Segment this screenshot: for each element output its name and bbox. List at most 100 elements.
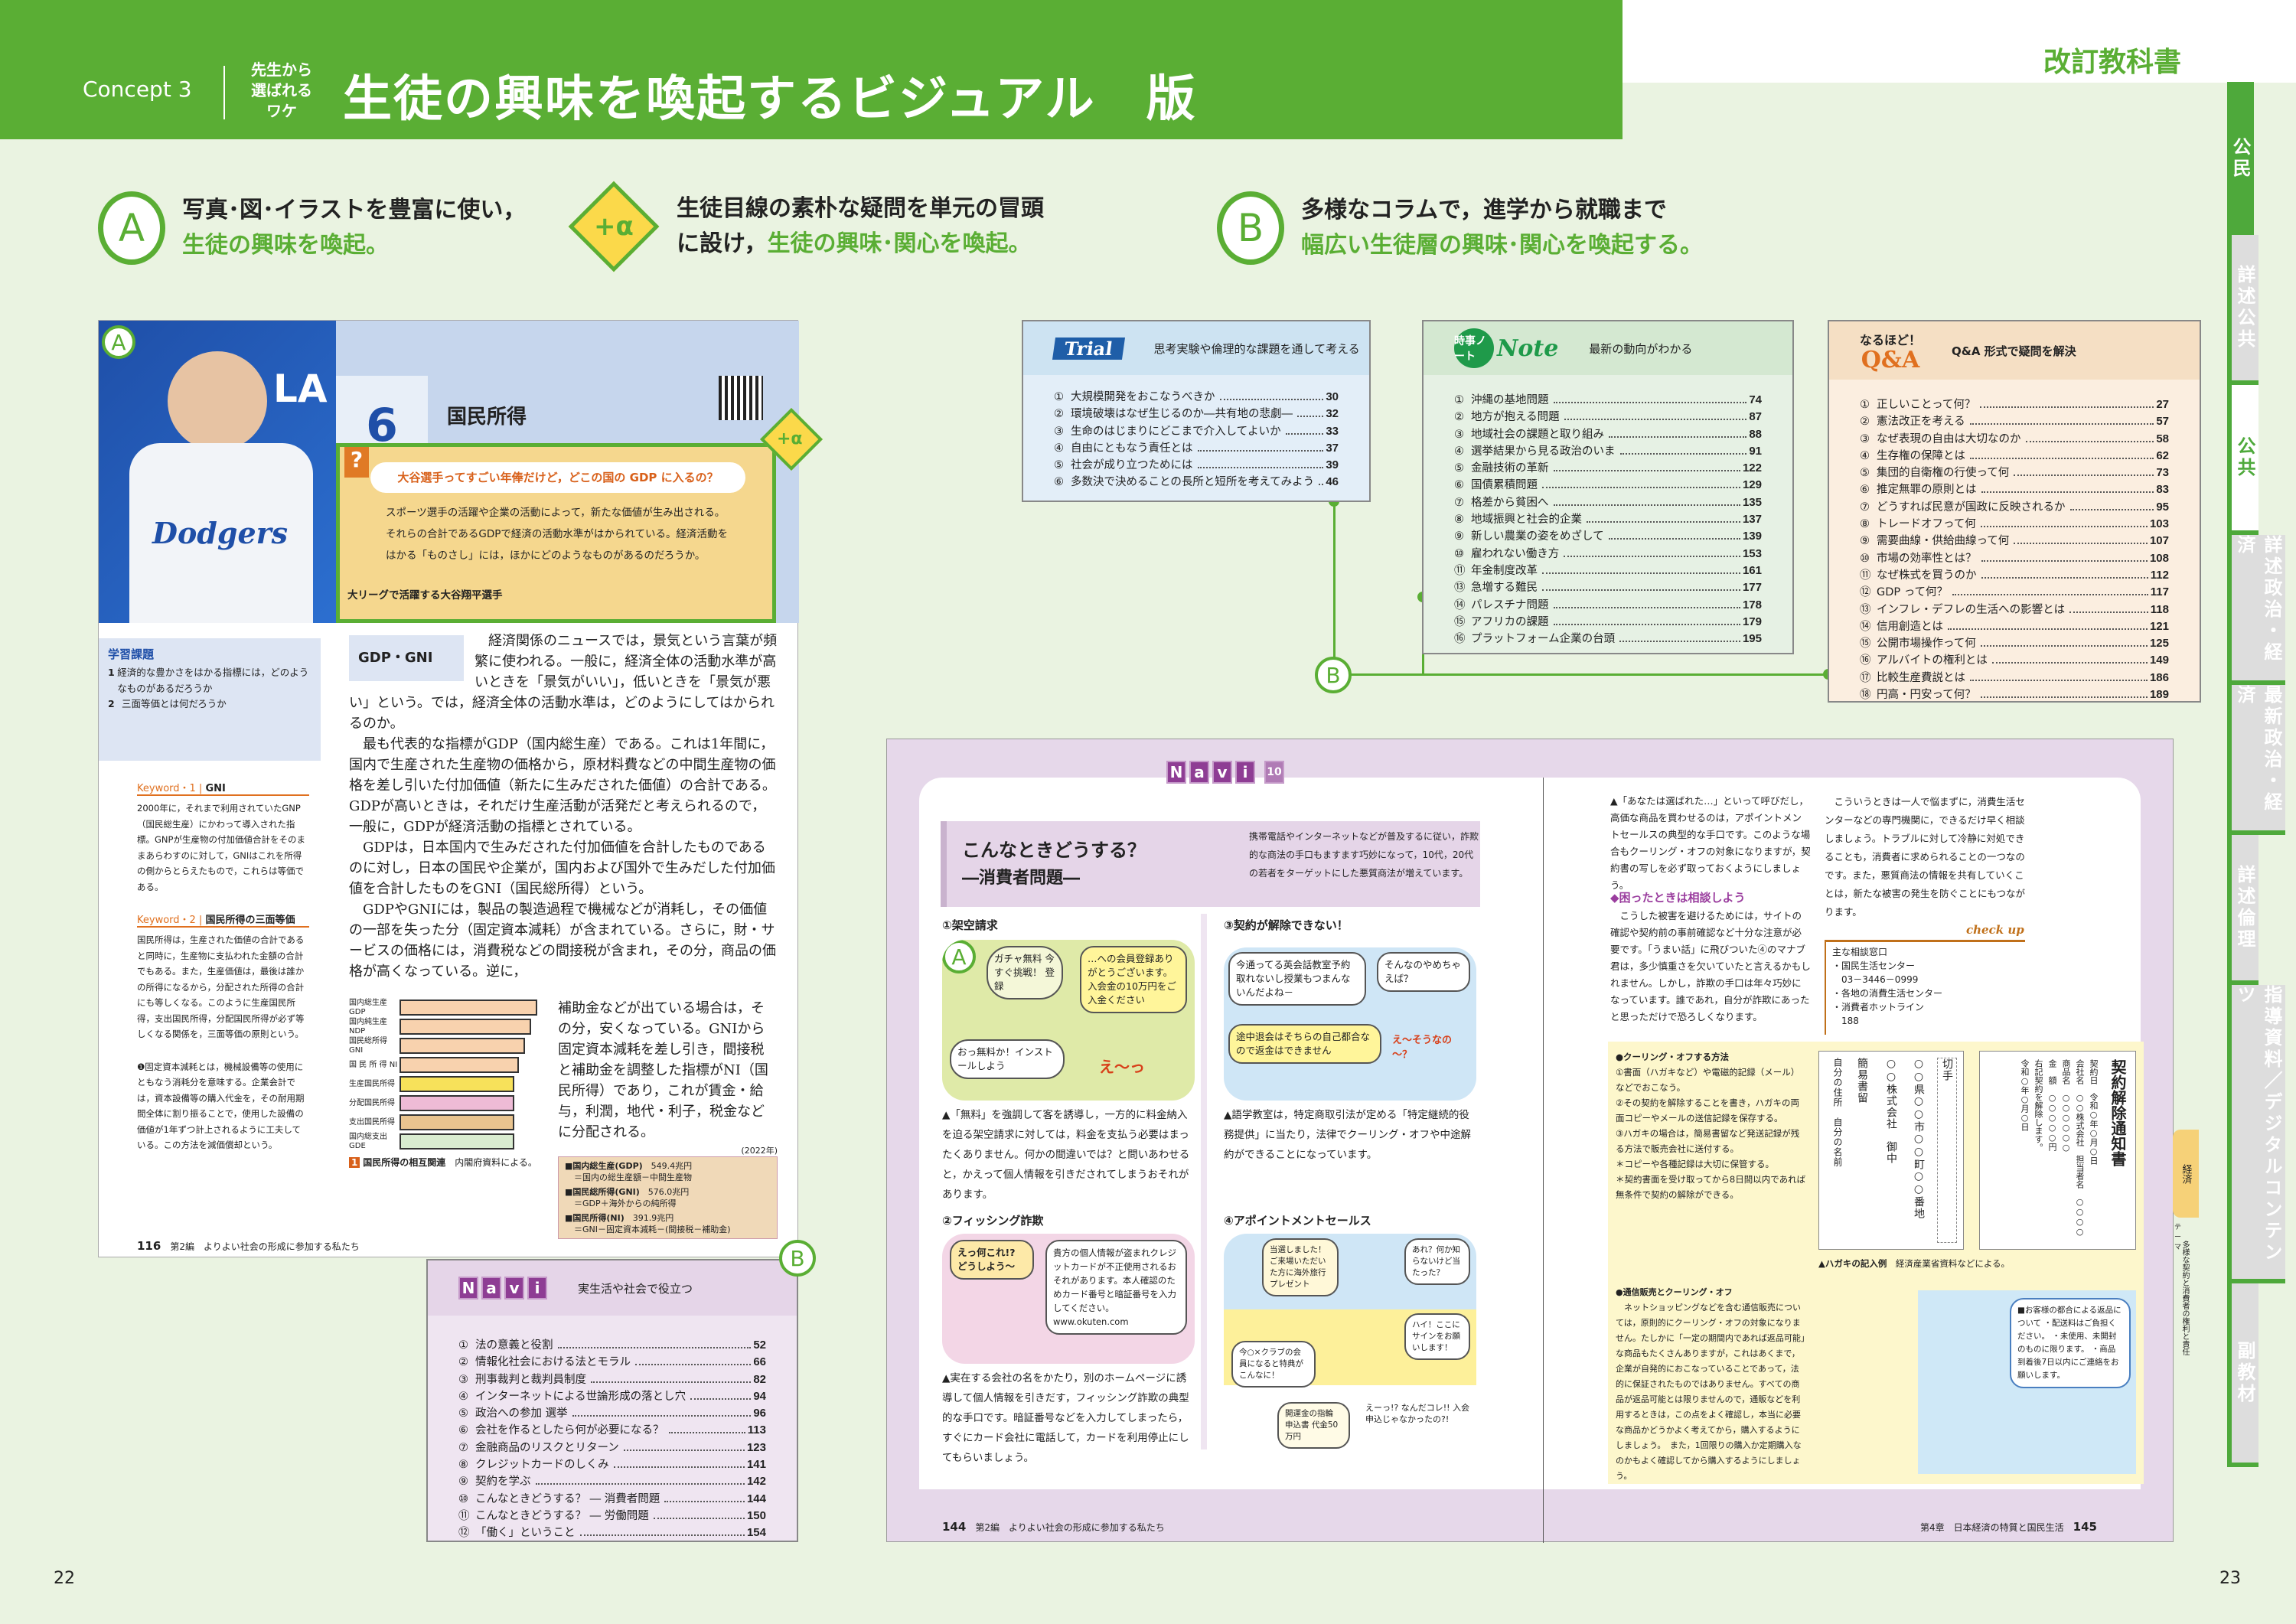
- diagram-row: 国内総支出 GDE: [349, 1132, 548, 1151]
- cooling-step: ②その契約を解除することを書き，ハガキの両面コピーやメールの送信記録を保存する。: [1616, 1097, 1799, 1123]
- leader-dots: [579, 1534, 745, 1537]
- item-page: 46: [1326, 475, 1339, 489]
- item-label: 国債累積問題: [1471, 479, 1538, 492]
- consultation-line: ・消費者ホットライン: [1832, 1002, 1925, 1013]
- keyword-text: 国民所得は，生産された価値の合計であると同時に，生産物に支払われた金額の合計でも…: [137, 934, 305, 1039]
- item-label: インターネットによる世論形成の落とし穴: [475, 1390, 687, 1403]
- leader-dots: [623, 1449, 745, 1451]
- item-number: ⑯: [1454, 633, 1466, 646]
- leader-dots: [1970, 679, 2148, 681]
- badge-b: B: [779, 1240, 816, 1277]
- leader-dots: [1981, 559, 2148, 562]
- item-number: ⑦: [1860, 501, 1870, 514]
- tab-saishin-seiji-keizai[interactable]: 最新政治・経済: [2227, 685, 2285, 835]
- item-label: 生命のはじまりにどこまで介入してよいか: [1071, 425, 1281, 438]
- lesson-title: 国民所得: [447, 406, 527, 429]
- tab-shojutsu-kokyo[interactable]: 詳述公共: [2227, 235, 2258, 385]
- item-label: 情報化社会における法とモラル: [475, 1356, 631, 1369]
- item-label: 公開市場操作って何: [1877, 638, 1976, 651]
- mail-order-text: ●通信販売とクーリング・オフネットショッピングなどを含む通信販売については，原則…: [1616, 1287, 1805, 1481]
- side-tab-economy[interactable]: 経済: [2173, 1130, 2199, 1218]
- item-page: 27: [2156, 398, 2169, 411]
- item-number: ⑩: [458, 1492, 468, 1505]
- item-page: 123: [746, 1440, 766, 1454]
- item-number: ⑪: [458, 1509, 470, 1522]
- diagram-bar: [400, 1000, 537, 1016]
- tab-komin[interactable]: 公民: [2227, 82, 2254, 235]
- notice-line: 商品名 ○○○○○○: [2061, 1059, 2071, 1153]
- diagram-bar: [400, 1057, 519, 1073]
- photo-caption: 大リーグで活躍する大谷翔平選手: [347, 589, 503, 602]
- tab-kokyo[interactable]: 公共: [2227, 385, 2258, 535]
- illustration-appointment-sales: 当選しました！ご来場いただいた方に海外旅行プレゼント あれ？何か知らないけど当た…: [1224, 1234, 1476, 1463]
- item-number: ⑤: [1054, 459, 1064, 472]
- leader-dots: [1952, 594, 2148, 596]
- item-page: 108: [2149, 551, 2169, 565]
- item-page: 94: [753, 1389, 766, 1403]
- tab-shido-shiryo[interactable]: 指導資料／デジタルコンテンツ: [2227, 985, 2285, 1283]
- qr-code-icon[interactable]: [719, 376, 763, 420]
- tab-fukukyozai[interactable]: 副教材: [2227, 1283, 2258, 1467]
- leader-dots: [1285, 432, 1324, 435]
- diagram-row-label: 国内総支出 GDE: [349, 1132, 387, 1150]
- item-label: 集団的自衛権の行使って何: [1877, 467, 2010, 480]
- consultation-line: 03－3446－0999: [1832, 974, 1919, 985]
- leader-dots: [2069, 611, 2148, 613]
- tab-shojutsu-seiji-keizai[interactable]: 詳述政治・経済: [2227, 535, 2285, 685]
- tab-shojutsu-rinri[interactable]: 詳述倫理: [2227, 835, 2258, 985]
